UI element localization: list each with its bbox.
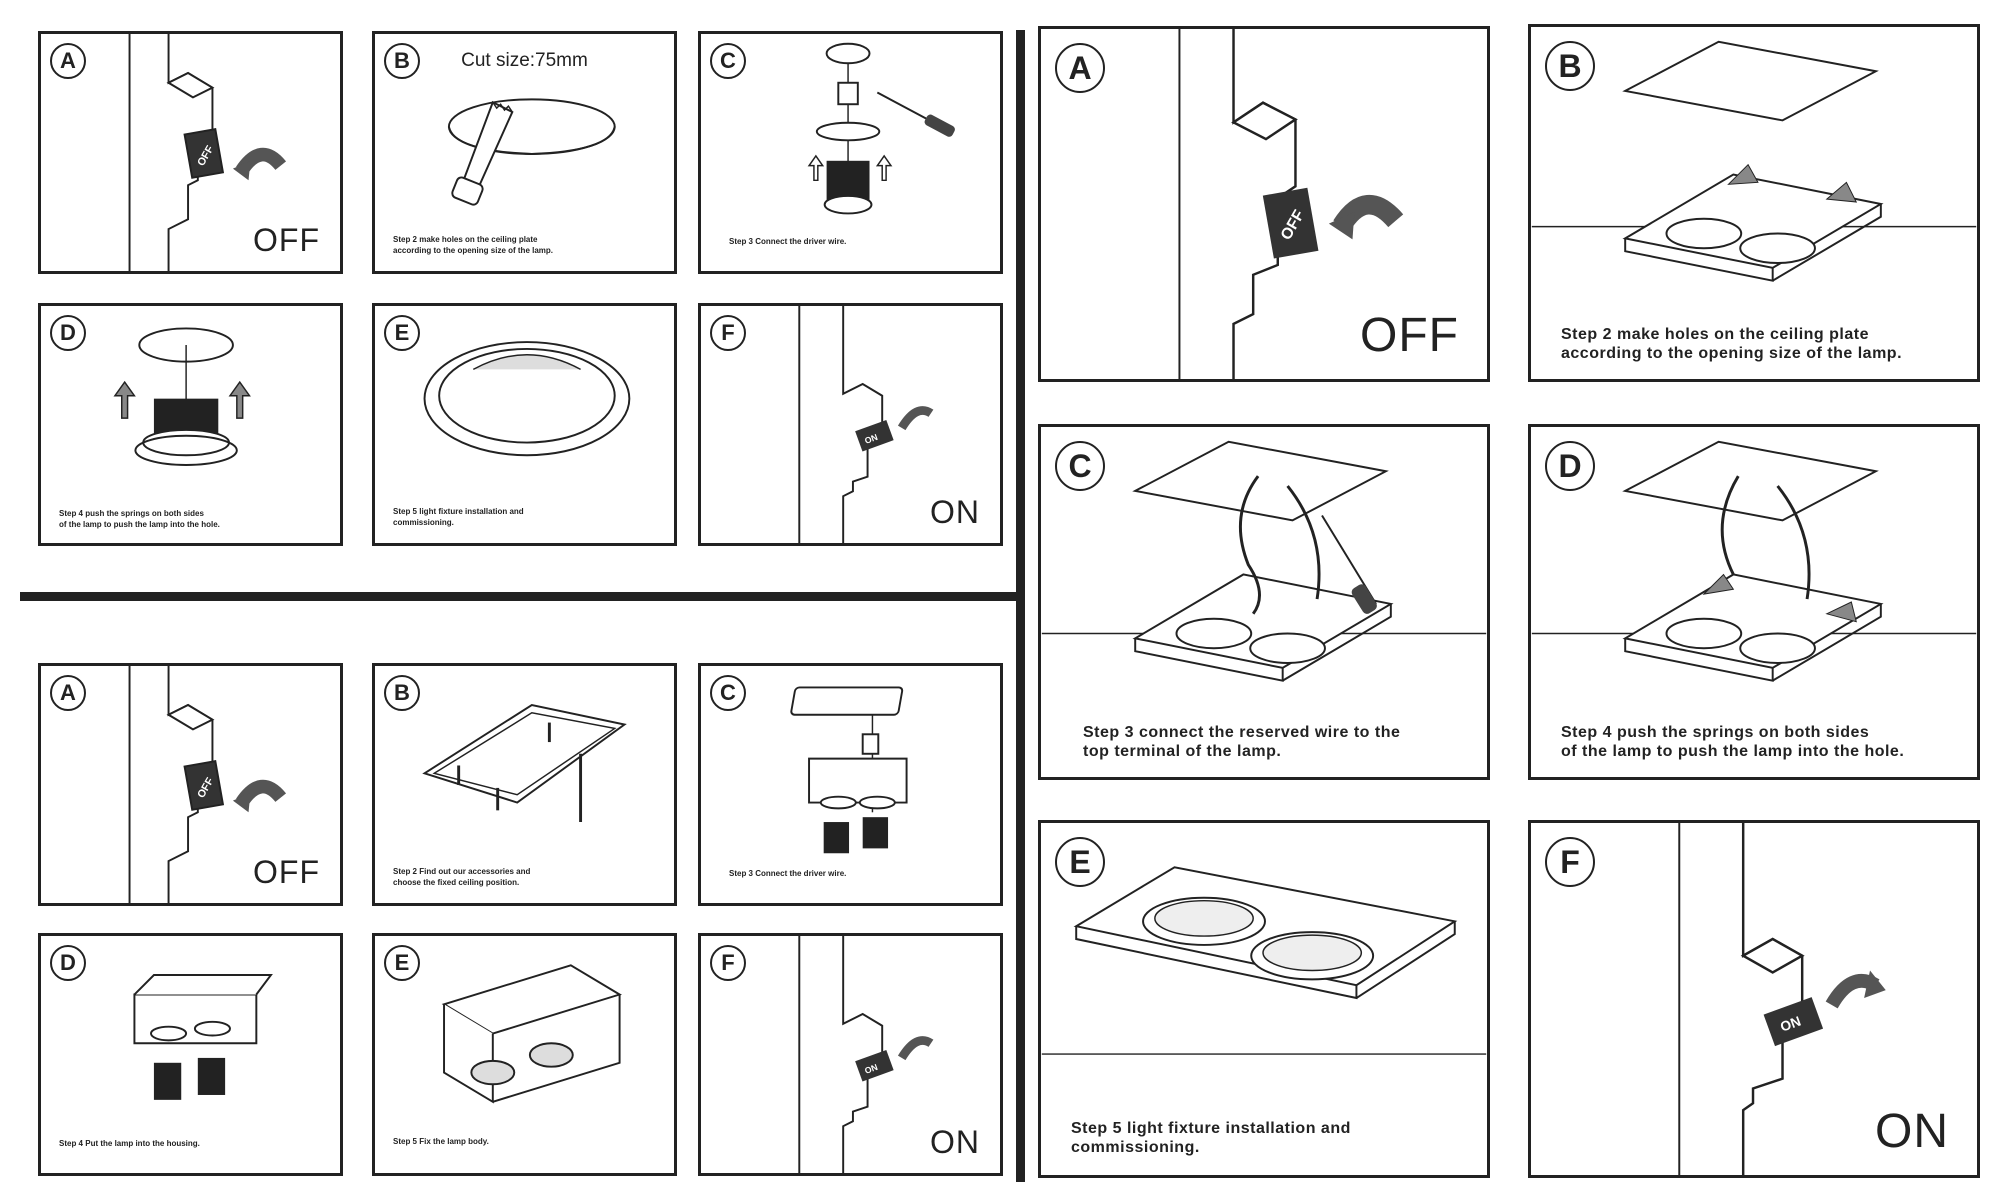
wall-switch-on-illustration: ON [1678,823,1886,1175]
switch-on-label: ON [863,432,879,446]
step-d-panel: D Step 4 push the springs on both sides … [1528,424,1980,780]
step-caption: Step 4 push the springs on both sides of… [1561,724,1905,760]
step-f-panel: ON F ON [698,933,1003,1176]
step-caption: Step 4 Put the lamp into the housing. [59,1139,200,1148]
step-caption: Step 2 make holes on the ceiling plate a… [1561,326,1903,362]
step-caption: Step 2 Find out our accessories and choo… [393,867,531,887]
cut-size-label: Cut size:75mm [461,50,588,71]
wall-switch-on-illustration: ON [798,306,934,543]
step-caption: Step 3 connect the reserved wire to the … [1083,724,1401,760]
step-f-panel: ON F ON [698,303,1003,546]
step-caption: Step 3 Connect the driver wire. [729,237,847,246]
cut-ceiling-hole-illustration [447,98,616,206]
connect-driver-wire-illustration [807,42,955,215]
step-b-panel: B Step 2 Find out our accessories and ch… [372,663,677,906]
step-caption: Step 2 make holes on the ceiling plate a… [393,235,554,255]
fixed-lamp-body-illustration [441,964,622,1104]
switch-state-label: ON [1875,1105,1949,1158]
step-letter: E [1055,837,1105,887]
step-letter: B [1545,41,1595,91]
step-d-panel: D Step 4 push the springs on both sides … [38,303,343,546]
step-a-panel: OFF A OFF [1038,26,1490,382]
step-letter: D [50,315,86,351]
wall-switch-on-illustration: ON [798,936,934,1173]
step-letter: E [384,945,420,981]
put-lamp-in-housing-illustration [133,974,273,1100]
step-c-panel: C Step 3 Connect the driver wire. [698,31,1003,274]
switch-state-label: OFF [253,222,320,258]
switch-state-label: OFF [1360,309,1459,362]
switch-on-label: ON [1778,1014,1803,1035]
push-springs-illustration [113,327,251,466]
step-e-panel: E Step 5 Fix the lamp body. [372,933,677,1176]
step-d-panel: D Step 4 Put the lamp into the housing. [38,933,343,1176]
step-c-panel: C Step 3 Connect the driver wire. [698,663,1003,906]
step-f-panel: ON F ON [1528,820,1980,1178]
step-e-panel: E Step 5 light fixture installation and … [1038,820,1490,1178]
connect-reserved-wire-illustration [1041,440,1487,682]
horizontal-divider [20,592,1016,601]
step-a-panel: OFF A OFF [38,31,343,274]
step-letter: A [50,675,86,711]
step-a-panel: OFF A OFF [38,663,343,906]
step-letter: C [710,43,746,79]
switch-state-label: OFF [253,854,320,890]
step-letter: B [384,43,420,79]
wall-switch-off-illustration: OFF [128,34,287,271]
step-letter: A [1055,43,1105,93]
step-caption: Step 4 push the springs on both sides of… [59,509,220,529]
installed-fixture-illustration [423,341,631,457]
step-letter: D [50,945,86,981]
step-e-panel: E Step 5 light fixture installation and … [372,303,677,546]
vertical-divider [1016,30,1025,1182]
switch-state-label: ON [930,494,980,530]
ceiling-plate-screws-illustration [422,703,627,823]
step-c-panel: C Step 3 connect the reserved wire to th… [1038,424,1490,780]
step-caption: Step 5 light fixture installation and co… [393,507,524,527]
step-b-panel: B Step 2 make holes on the ceiling plate… [1528,24,1980,382]
step-letter: F [710,945,746,981]
push-double-springs-illustration [1531,440,1977,682]
switch-state-label: ON [930,1124,980,1160]
step-letter: F [710,315,746,351]
housing-wire-illustration [790,686,908,854]
step-b-panel: B Cut size:75mm Step 2 make holes on the… [372,31,677,274]
step-letter: D [1545,441,1595,491]
wall-switch-off-illustration: OFF [1178,29,1404,379]
double-lamp-holes-illustration [1531,40,1977,282]
step-letter: E [384,315,420,351]
step-letter: F [1545,837,1595,887]
switch-on-label: ON [863,1062,879,1076]
step-letter: A [50,43,86,79]
step-letter: C [1055,441,1105,491]
installed-double-fixture-illustration [1041,866,1487,1055]
wall-switch-off-illustration: OFF [128,666,287,903]
step-caption: Step 5 light fixture installation and co… [1071,1120,1351,1156]
step-letter: C [710,675,746,711]
step-caption: Step 3 Connect the driver wire. [729,869,847,878]
step-caption: Step 5 Fix the lamp body. [393,1137,489,1146]
step-letter: B [384,675,420,711]
